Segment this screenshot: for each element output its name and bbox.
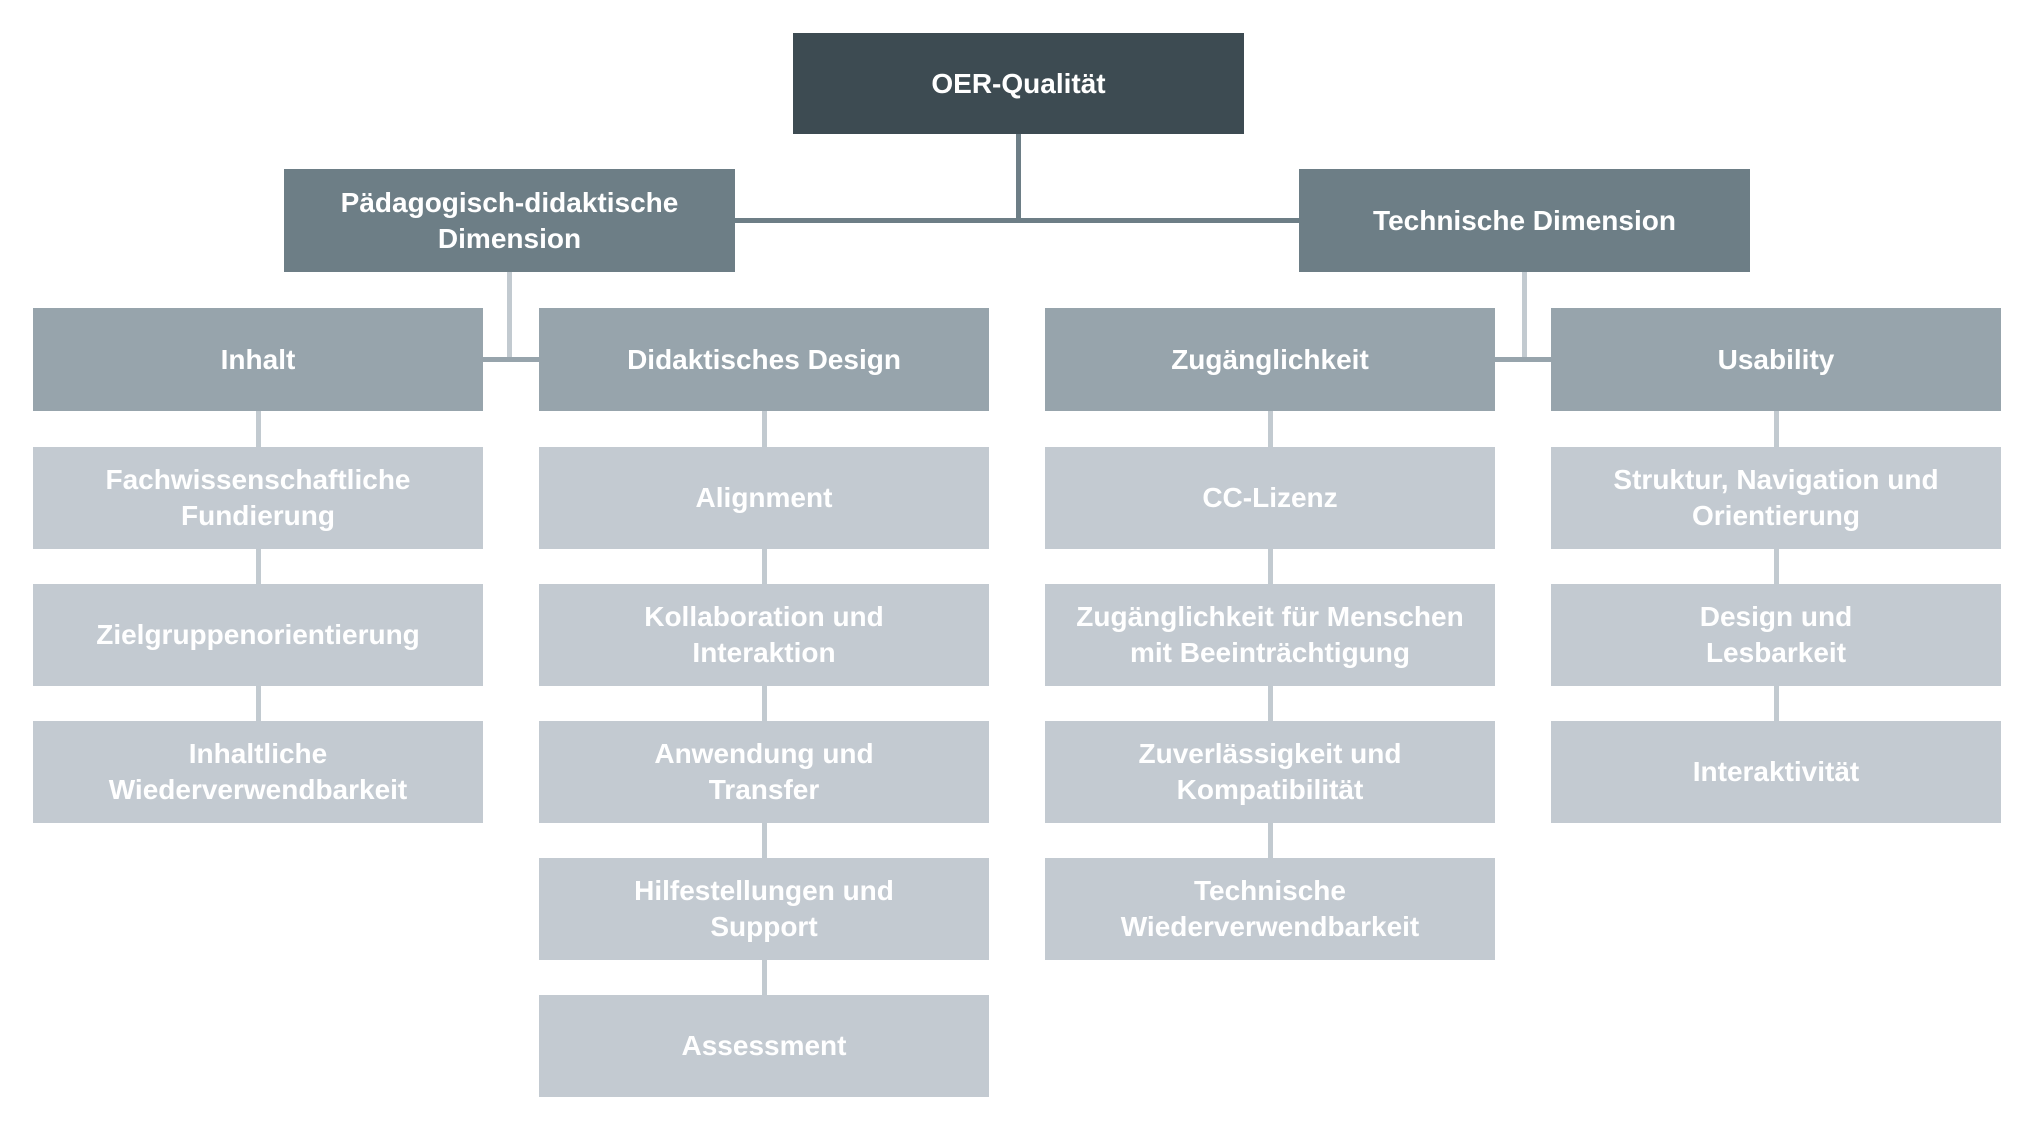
connector-dim1-vertical — [507, 272, 512, 362]
node-zielgruppenorientierung: Zielgruppenorientierung — [33, 584, 483, 686]
node-inhaltliche-wiederverwendbarkeit: Inhaltliche Wiederverwendbarkeit — [33, 721, 483, 823]
node-kollaboration-und-interaktion: Kollaboration und Interaktion — [539, 584, 989, 686]
node-oer-qualitaet: OER-Qualität — [793, 33, 1244, 134]
node-paedagogisch-didaktische-dimension: Pädagogisch-didaktische Dimension — [284, 169, 735, 272]
connector-col1-seg3 — [256, 686, 261, 721]
node-cc-lizenz: CC-Lizenz — [1045, 447, 1495, 549]
connector-root-horizontal — [735, 218, 1299, 223]
node-alignment: Alignment — [539, 447, 989, 549]
node-usability: Usability — [1551, 308, 2001, 411]
node-hilfestellungen-und-support: Hilfestellungen und Support — [539, 858, 989, 960]
connector-col4-seg1 — [1774, 411, 1779, 447]
connector-col2-seg3 — [762, 686, 767, 721]
connector-col2-seg5 — [762, 960, 767, 995]
connector-col2-seg4 — [762, 823, 767, 858]
node-interaktivitaet: Interaktivität — [1551, 721, 2001, 823]
connector-dim1-horizontal — [483, 357, 539, 362]
node-technische-dimension: Technische Dimension — [1299, 169, 1750, 272]
connector-col1-seg1 — [256, 411, 261, 447]
connector-col4-seg2 — [1774, 549, 1779, 584]
node-zugaenglichkeit: Zugänglichkeit — [1045, 308, 1495, 411]
connector-col3-seg4 — [1268, 823, 1273, 858]
connector-col3-seg2 — [1268, 549, 1273, 584]
connector-col1-seg2 — [256, 549, 261, 584]
node-technische-wiederverwendbarkeit: Technische Wiederverwendbarkeit — [1045, 858, 1495, 960]
connector-col4-seg3 — [1774, 686, 1779, 721]
node-fachwissenschaftliche-fundierung: Fachwissenschaftliche Fundierung — [33, 447, 483, 549]
connector-col3-seg3 — [1268, 686, 1273, 721]
node-anwendung-und-transfer: Anwendung und Transfer — [539, 721, 989, 823]
connector-dim2-vertical — [1522, 272, 1527, 362]
node-struktur-navigation-orientierung: Struktur, Navigation und Orientierung — [1551, 447, 2001, 549]
connector-col2-seg1 — [762, 411, 767, 447]
node-design-und-lesbarkeit: Design und Lesbarkeit — [1551, 584, 2001, 686]
connector-col2-seg2 — [762, 549, 767, 584]
node-zugaenglichkeit-fuer-menschen: Zugänglichkeit für Menschen mit Beeinträ… — [1045, 584, 1495, 686]
node-zuverlaessigkeit-und-kompatibilitaet: Zuverlässigkeit und Kompatibilität — [1045, 721, 1495, 823]
connector-root-vertical — [1016, 134, 1021, 223]
node-didaktisches-design: Didaktisches Design — [539, 308, 989, 411]
connector-dim2-horizontal — [1495, 357, 1551, 362]
node-inhalt: Inhalt — [33, 308, 483, 411]
node-assessment: Assessment — [539, 995, 989, 1097]
connector-col3-seg1 — [1268, 411, 1273, 447]
